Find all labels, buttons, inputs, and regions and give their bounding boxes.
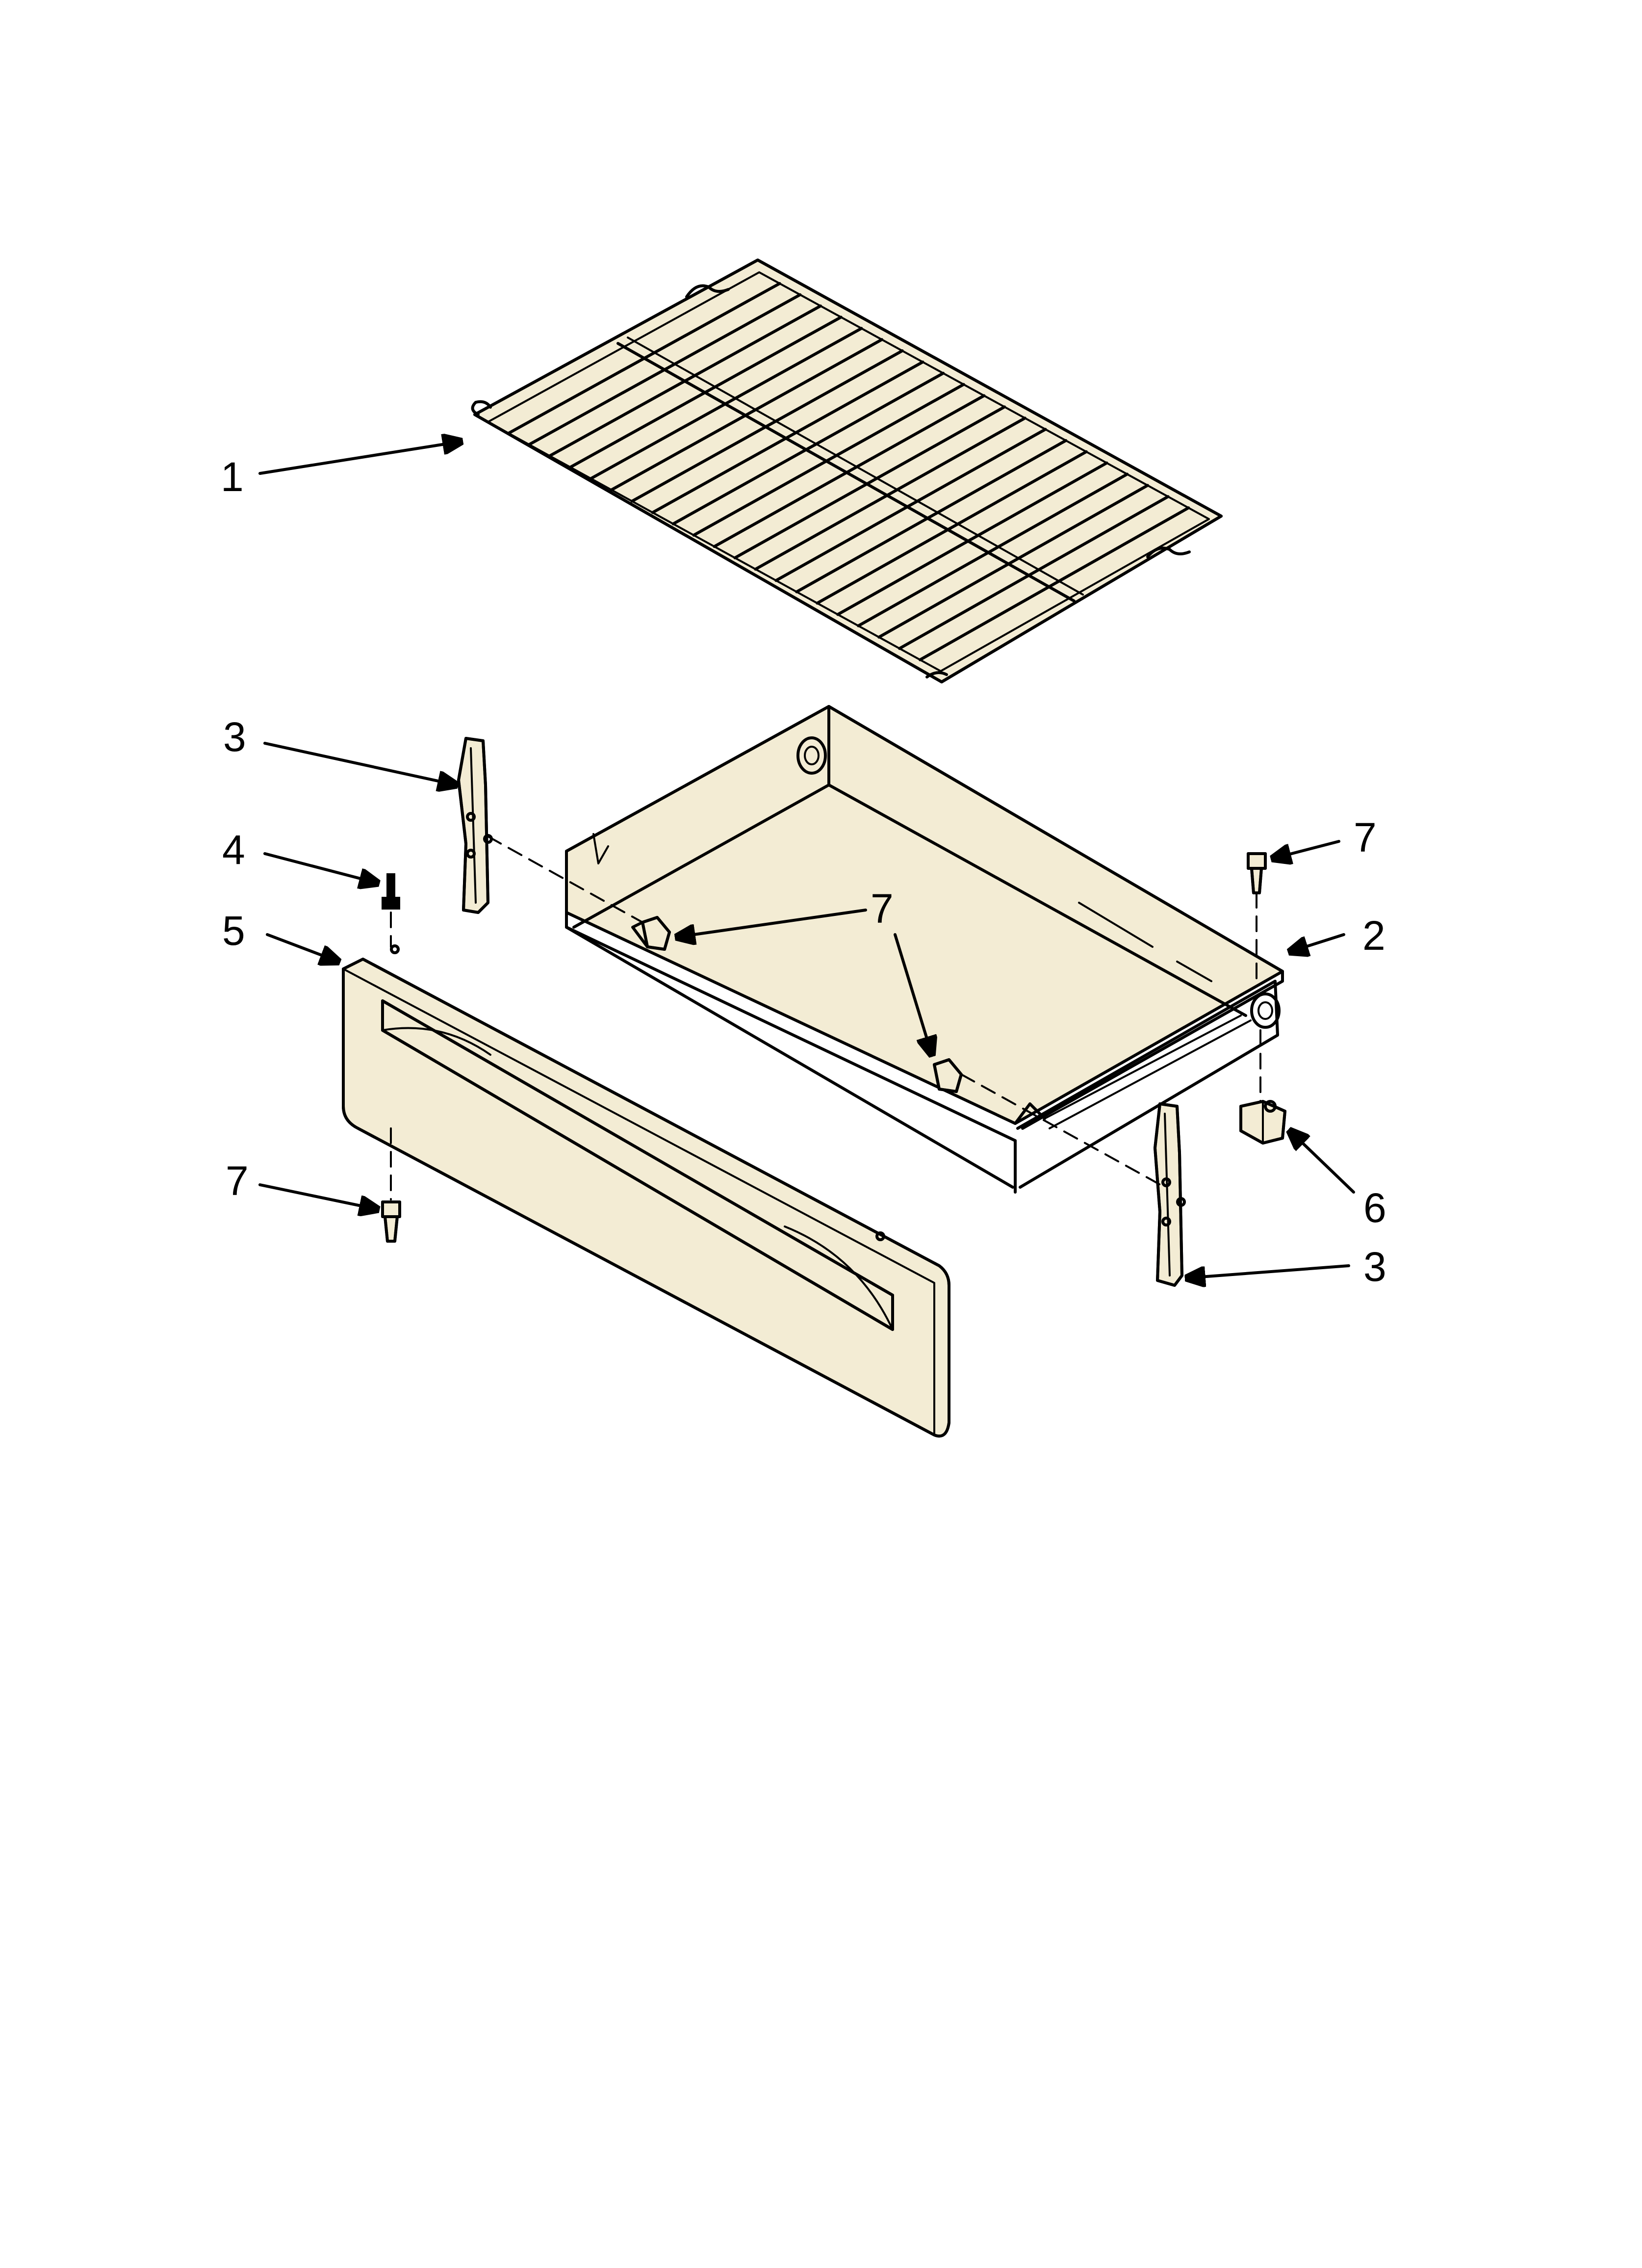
rack-wire: [836, 461, 1108, 616]
callout-label-7-top-right: 7: [1354, 814, 1377, 860]
assembly-guide-lines: [390, 835, 1261, 1200]
screw-part-7-d: [381, 1200, 401, 1243]
callout-label-5: 5: [222, 908, 245, 954]
rack-wire: [816, 450, 1088, 605]
bracket-part-6: [1239, 1100, 1286, 1145]
rack-wire: [630, 349, 904, 503]
pin-part-4: [382, 873, 400, 910]
screw-part-7-b: [631, 916, 671, 951]
rack-wire: [589, 327, 863, 480]
screw-part-7-a: [1247, 852, 1267, 894]
rack-wire: [507, 282, 781, 435]
rack-wire: [774, 428, 1047, 582]
callout-label-6: 6: [1363, 1185, 1386, 1231]
rack-wire: [610, 338, 884, 492]
rack-wire: [527, 293, 802, 446]
rack-wire: [898, 495, 1170, 650]
callout-label-1: 1: [221, 454, 244, 500]
callout-label-7-center: 7: [871, 886, 894, 932]
rack-wire: [877, 484, 1149, 639]
rack-wire: [651, 360, 924, 514]
rack-wire: [692, 383, 965, 537]
rack-wire: [919, 506, 1190, 661]
callout-label-3-top: 3: [223, 714, 246, 760]
rack-wire: [568, 315, 843, 469]
rack-wire: [548, 304, 822, 458]
callout-leader-lines: [258, 442, 1355, 1278]
callout-label-3-bottom: 3: [1363, 1244, 1386, 1290]
callout-label-4: 4: [222, 827, 245, 873]
rack-wire: [713, 394, 986, 548]
drawer-slide-part-3-right: [1154, 1102, 1186, 1287]
drawer-body-part-2: [565, 705, 1284, 1194]
drawer-front-panel-part-5: [342, 944, 950, 1438]
rack-wire: [754, 417, 1026, 571]
drawer-slide-part-3-left: [457, 737, 493, 914]
rack-wire: [795, 439, 1068, 594]
oven-rack-part-1: [471, 259, 1223, 683]
rack-wire: [857, 472, 1129, 627]
callout-label-7-lower-left: 7: [226, 1158, 249, 1204]
rack-wire: [671, 371, 945, 525]
screw-part-7-c: [933, 1058, 963, 1093]
callout-label-2: 2: [1362, 912, 1385, 959]
rack-wire: [733, 405, 1006, 560]
